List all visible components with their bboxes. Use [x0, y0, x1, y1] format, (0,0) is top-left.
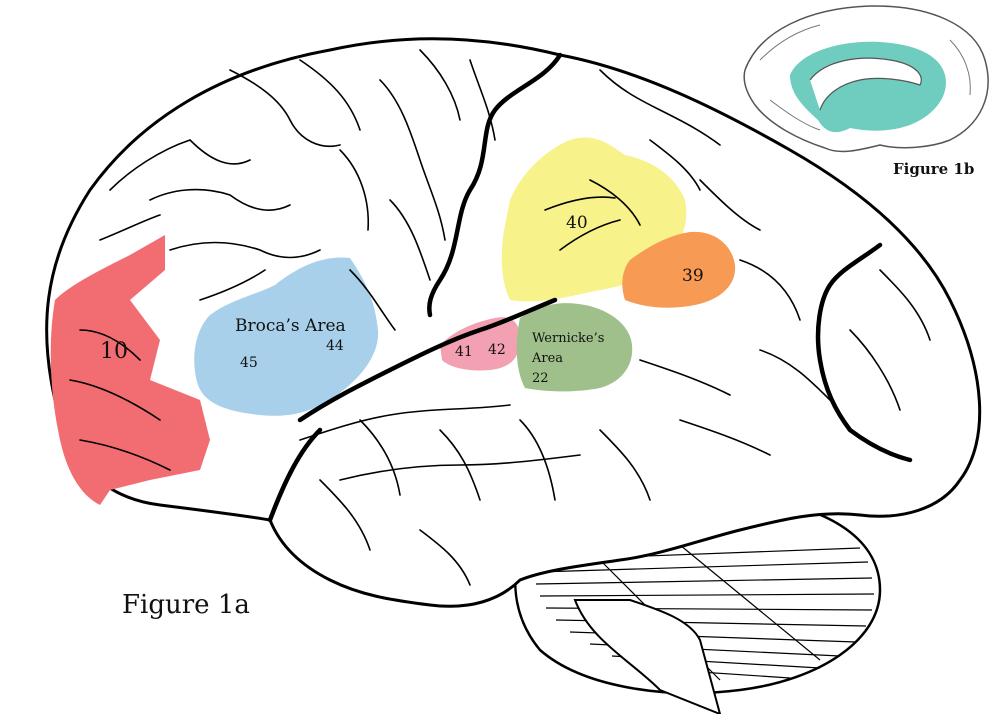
area-39-region	[622, 231, 736, 308]
figure-1a-label: Figure 1a	[122, 590, 250, 620]
parieto-occipital-sulcus	[815, 242, 913, 463]
wernicke-area-number: 22	[532, 371, 549, 386]
area-39-label: 39	[682, 266, 704, 286]
central-sulcus	[427, 52, 563, 318]
lateral-sulcus	[297, 297, 558, 423]
brain-stem	[573, 599, 722, 714]
broca-area-title: Broca’s Area	[235, 316, 346, 336]
area-41-42-region	[440, 317, 520, 371]
gyri-lines	[69, 49, 931, 586]
area-10-region	[50, 235, 210, 505]
broca-right-number: 44	[326, 338, 344, 354]
broca-left-number: 45	[240, 355, 258, 371]
area-41-label: 41	[455, 344, 473, 360]
area-42-label: 42	[488, 342, 506, 358]
area-10-label: 10	[100, 339, 128, 364]
wernicke-area-title-line2: Area	[531, 351, 563, 366]
temporal-lobe-upper-border	[267, 427, 323, 523]
wernicke-area-region	[516, 303, 633, 392]
area-40-label: 40	[566, 213, 588, 233]
figure-1b-label: Figure 1b	[893, 160, 974, 178]
wernicke-area-title-line1: Wernicke’s	[532, 331, 604, 346]
broca-area-region	[194, 257, 379, 416]
inset-medial-brain	[743, 5, 989, 153]
